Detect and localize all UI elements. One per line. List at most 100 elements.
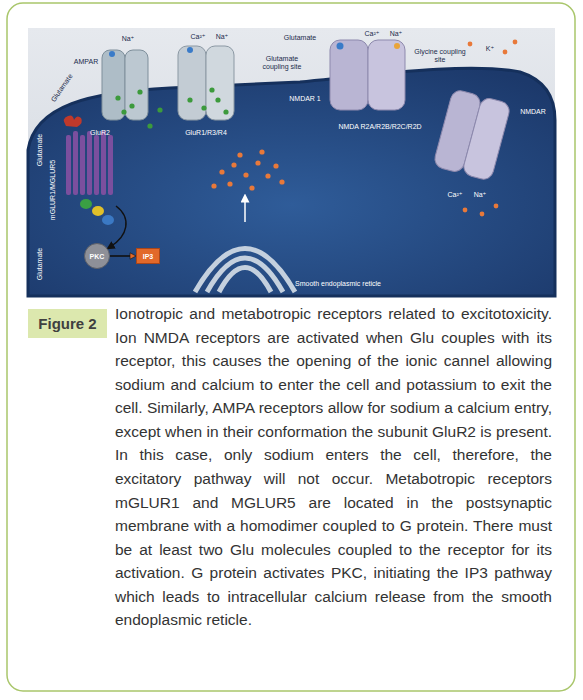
illustration-part (462, 96, 512, 181)
illustration-part (273, 163, 278, 168)
illustration-part (494, 204, 499, 209)
part-label: GluR2 (90, 129, 110, 137)
part-label-text: Glutamate (36, 248, 44, 280)
part-label-text: Ca²⁺ (365, 30, 380, 38)
part-label: Ca²⁺ (365, 30, 380, 38)
part-label: NMDA R2A/R2B/R2C/R2D (338, 123, 421, 131)
illustration-part (227, 181, 232, 186)
part-label: Glutamate (36, 134, 44, 166)
part-label-text: Ca²⁺ (448, 191, 463, 199)
pathway-line (110, 255, 130, 257)
illustration-part (101, 131, 106, 195)
illustration-part (206, 46, 234, 120)
illustration-part (237, 152, 242, 157)
g-protein-subunit (80, 199, 92, 209)
illustration-part (147, 123, 152, 128)
figure-tag: Figure 2 (28, 309, 107, 338)
signal-line (110, 206, 126, 247)
illustration-part (137, 89, 142, 94)
illustration-part (513, 40, 518, 45)
illustration-part (115, 95, 120, 100)
g-protein-subunit (102, 215, 114, 225)
illustration-part (337, 43, 344, 50)
illustration-part (125, 50, 148, 120)
illustration-part (330, 40, 368, 110)
part-label-text: Na⁺ (390, 30, 403, 38)
part-label-text: Glutamate (284, 34, 316, 42)
calcium-dots (211, 149, 284, 190)
ampar-receptor (102, 50, 148, 120)
part-label-text: Smooth endoplasmic reticle (295, 280, 381, 288)
node-label: Figure 2 (38, 315, 96, 332)
enzyme-circle: PKC (84, 243, 110, 269)
g-protein-subunit (92, 206, 104, 216)
part-label: Glutamate (284, 34, 316, 42)
part-label-text: AMPAR (74, 58, 98, 66)
mglur-receptor (66, 131, 113, 195)
ion-dots (115, 87, 228, 128)
illustration-part (259, 149, 264, 154)
illustration-part (249, 185, 254, 190)
part-label: NMDAR (520, 108, 546, 116)
part-label-text: GluR1/R3/R4 (185, 129, 227, 137)
release-arrow (244, 198, 246, 222)
illustration-part (243, 172, 248, 177)
illustration-part (279, 179, 284, 184)
part-label-text: Ca²⁺ (191, 33, 206, 41)
part-label-text: mGLUR1/MGLUR5 (49, 160, 57, 220)
illustration-part (187, 47, 193, 53)
illustration-part (66, 135, 71, 195)
card-border (7, 3, 575, 691)
part-label: NMDAR 1 (289, 95, 321, 103)
illustration-part (109, 51, 115, 57)
node-label: PKC (90, 253, 105, 260)
illustration-part (178, 46, 206, 120)
endoplasmic-reticulum (195, 249, 295, 293)
part-label: Ca²⁺ (448, 191, 463, 199)
illustration-part (468, 42, 473, 47)
part-label: mGLUR1/MGLUR5 (49, 160, 57, 220)
part-label-text: Na⁺ (474, 191, 487, 199)
figure-caption: Ionotropic and metabotropic receptors re… (115, 302, 552, 632)
nmdar-receptor (330, 40, 405, 110)
illustration-part (463, 208, 468, 213)
illustration-part (80, 135, 85, 195)
part-label: AMPAR (74, 58, 98, 66)
illustration-part (195, 249, 295, 293)
part-label: K⁺ (486, 45, 494, 53)
ampar-receptor (178, 46, 234, 120)
nmdar-receptor (433, 89, 512, 182)
node-label: IP3 (143, 253, 154, 260)
part-label: Ca²⁺ (191, 33, 206, 41)
illustration-part (219, 169, 224, 174)
part-label-text: NMDAR (520, 108, 546, 116)
part-label-text: Glutamate (36, 134, 44, 166)
ion-dots (463, 40, 518, 217)
part-label: Glutamate (36, 248, 44, 280)
part-label: Na⁺ (122, 35, 135, 43)
illustration-part (219, 268, 271, 293)
illustration-part (94, 135, 99, 195)
part-label: Smooth endoplasmic reticle (295, 280, 381, 288)
part-label-text: Na⁺ (122, 35, 135, 43)
illustration-part (255, 160, 260, 165)
illustration-part (503, 50, 508, 55)
part-label-text: GluR2 (90, 129, 110, 137)
glutamate-blob (64, 116, 82, 128)
illustration-part (231, 162, 236, 167)
messenger-box: IP3 (136, 248, 160, 264)
part-label-text: NMDAR 1 (289, 95, 321, 103)
illustration-part (201, 105, 206, 110)
illustration-part (394, 43, 400, 49)
illustration-part (215, 97, 220, 102)
part-label: GluR1/R3/R4 (185, 129, 227, 137)
illustration-ground (28, 28, 555, 296)
part-label-text: Na⁺ (216, 33, 229, 41)
part-label: Na⁺ (474, 191, 487, 199)
illustration-part (129, 103, 134, 108)
part-label: Na⁺ (390, 30, 403, 38)
illustration-part (87, 131, 92, 195)
part-label-text: Glycine coupling site (412, 48, 468, 64)
part-label-text: Glutamate coupling site (258, 55, 306, 71)
